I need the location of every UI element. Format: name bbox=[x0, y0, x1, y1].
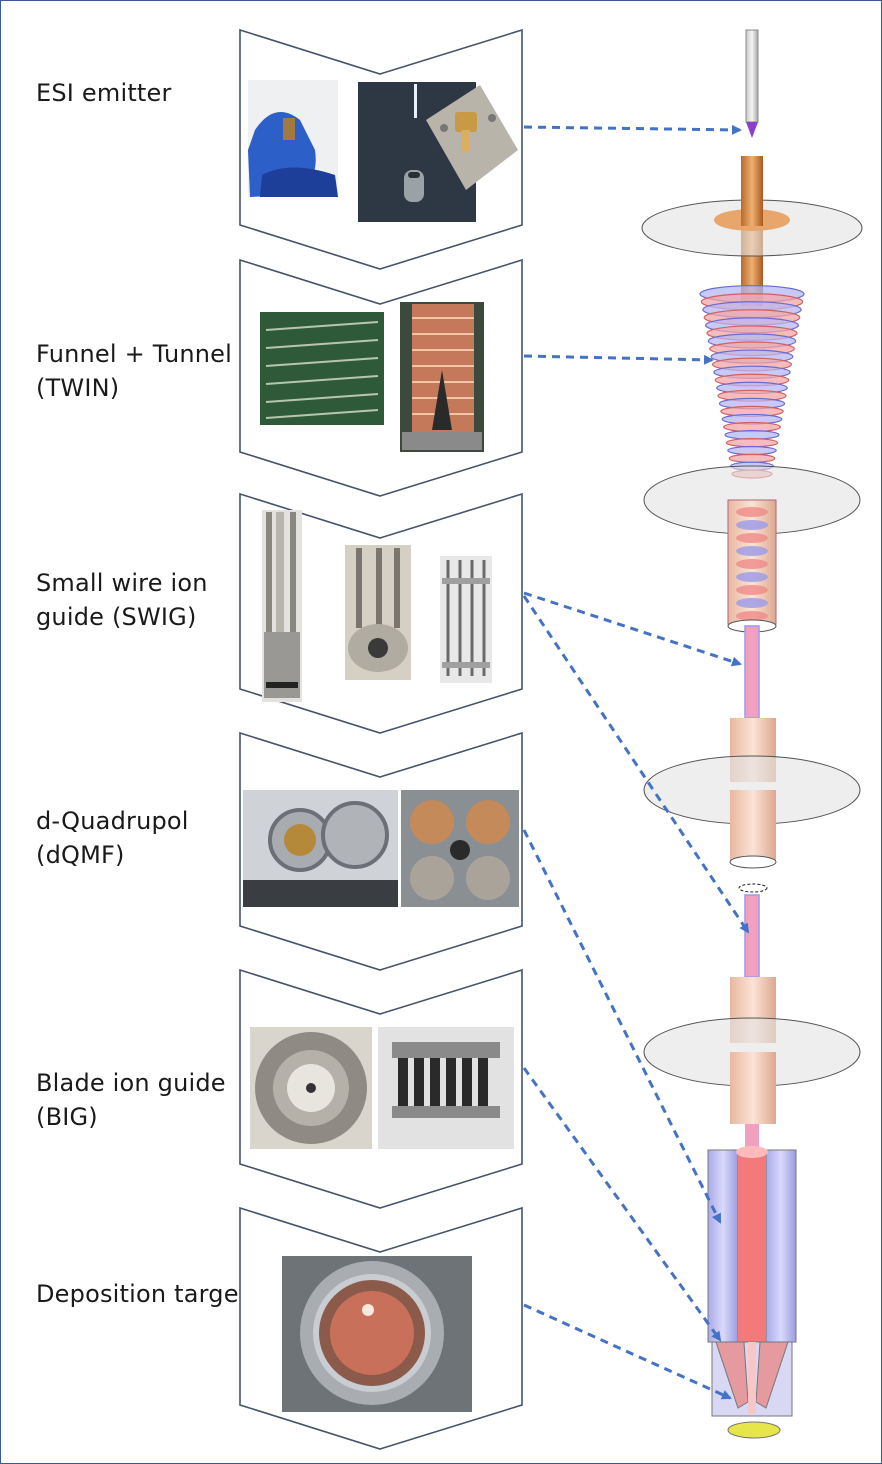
tunnel-ring bbox=[736, 546, 768, 556]
label-swig: Small wire ion guide (SWIG) bbox=[36, 569, 208, 631]
arrow-big bbox=[522, 1067, 722, 1342]
arrow-target bbox=[523, 1303, 732, 1400]
chevron-panels bbox=[239, 28, 523, 1450]
photo-esi-emitter bbox=[358, 82, 518, 222]
photo-deposition-target bbox=[282, 1256, 472, 1412]
photo-big-front bbox=[250, 1027, 372, 1149]
label-esi-emitter: ESI emitter bbox=[36, 79, 172, 107]
funnel-ring bbox=[724, 429, 780, 440]
photo-twin-pcb bbox=[260, 312, 384, 425]
dqmf-lower-tube bbox=[730, 790, 776, 862]
tunnel-ring bbox=[736, 520, 768, 530]
label-deposition-target: Deposition target bbox=[36, 1280, 249, 1308]
tunnel-ring bbox=[736, 585, 768, 595]
deposition-lens bbox=[711, 1341, 793, 1417]
photo-swig-end bbox=[345, 545, 411, 680]
arrow-swig-1 bbox=[523, 591, 742, 667]
arrow-esi bbox=[523, 124, 742, 135]
tunnel-ring bbox=[736, 559, 768, 569]
tunnel-ring bbox=[736, 598, 768, 608]
esi-needle bbox=[745, 29, 759, 138]
funnel-ring bbox=[728, 453, 776, 463]
big-lower-tube bbox=[730, 1052, 776, 1124]
label-dqmf: d-Quadrupol (dQMF) bbox=[36, 807, 189, 869]
label-big: Blade ion guide (BIG) bbox=[36, 1069, 226, 1131]
funnel-ring bbox=[727, 445, 777, 456]
photo-swig-cage bbox=[440, 556, 492, 683]
blade-ion-guide bbox=[707, 1146, 797, 1343]
photo-twin-stack bbox=[400, 302, 484, 452]
tunnel-ring bbox=[736, 533, 768, 543]
deposition-target-disk bbox=[727, 1421, 781, 1439]
funnel-ring bbox=[725, 438, 779, 448]
ion-funnel bbox=[699, 285, 805, 479]
photo-dqmf-chamber bbox=[243, 790, 398, 907]
tunnel-ring bbox=[736, 507, 768, 517]
swig-beam bbox=[744, 625, 760, 719]
photo-swig-long bbox=[262, 510, 302, 702]
tunnel-ring bbox=[736, 611, 768, 621]
photo-big-side bbox=[378, 1027, 514, 1149]
dqmf-beam bbox=[744, 894, 760, 978]
tunnel-ring bbox=[736, 572, 768, 582]
photo-dqmf-quad bbox=[401, 790, 519, 907]
label-funnel-tunnel: Funnel + Tunnel (TWIN) bbox=[36, 340, 233, 402]
arrow-swig-2 bbox=[522, 595, 750, 934]
arrow-twin bbox=[523, 354, 714, 365]
arrow-dqmf bbox=[522, 829, 722, 1224]
photo-esi-glove bbox=[248, 80, 338, 197]
